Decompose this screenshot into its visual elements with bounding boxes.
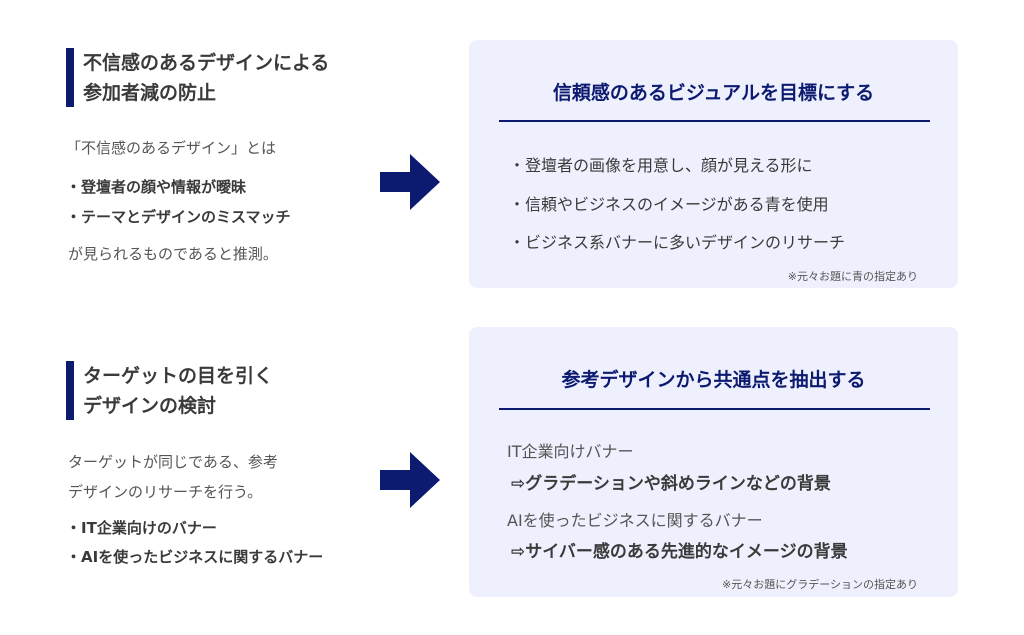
section1-goal-panel: 信頼感のあるビジュアルを目標にする ・登壇者の画像を用意し、顔が見える形に ・信… (469, 40, 958, 288)
section2-bullet: ・AIを使ったビジネスに関するバナー (66, 548, 324, 566)
panel-note: ※元々お題に青の指定あり (787, 270, 918, 283)
panel-item: ・ビジネス系バナーに多いデザインのリサーチ (509, 233, 846, 252)
section1-bullet: ・テーマとデザインのミスマッチ (66, 208, 291, 226)
section2-heading-line1: ターゲットの目を引く (83, 365, 274, 387)
title-divider (499, 408, 930, 410)
panel-item-label: AIを使ったビジネスに関するバナー (507, 511, 763, 530)
heading-accent-bar (66, 361, 74, 420)
section1-conclusion: が見られるものであると推測。 (68, 245, 278, 263)
panel-item-label: IT企業向けバナー (507, 442, 634, 461)
section1-heading-line2: 参加者減の防止 (83, 82, 217, 104)
panel-item: ・登壇者の画像を用意し、顔が見える形に (509, 156, 813, 175)
panel-note: ※元々お題にグラデーションの指定あり (722, 578, 918, 591)
section1-heading-line1: 不信感のあるデザインによる (83, 52, 330, 74)
right-arrow-icon (380, 452, 440, 508)
panel-item-detail: ⇨サイバー感のある先進的なイメージの背景 (511, 542, 848, 562)
section2-intro: ターゲットが同じである、参考 (68, 453, 278, 471)
panel-item: ・信頼やビジネスのイメージがある青を使用 (509, 195, 829, 214)
section2-goal-panel: 参考デザインから共通点を抽出する IT企業向けバナー ⇨グラデーションや斜めライ… (469, 327, 958, 597)
right-arrow-icon (380, 154, 440, 210)
panel-item-detail: ⇨グラデーションや斜めラインなどの背景 (511, 474, 831, 494)
section2-bullet: ・IT企業向けのバナー (66, 519, 217, 537)
panel-title: 信頼感のあるビジュアルを目標にする (552, 82, 875, 104)
title-divider (499, 120, 930, 122)
section2-heading-line2: デザインの検討 (83, 395, 217, 417)
section2-intro: デザインのリサーチを行う。 (68, 483, 263, 501)
panel-title: 参考デザインから共通点を抽出する (561, 369, 866, 391)
section1-intro: 「不信感のあるデザイン」とは (66, 139, 277, 157)
heading-accent-bar (66, 48, 74, 107)
section1-bullet: ・登壇者の顔や情報が曖昧 (66, 178, 247, 196)
